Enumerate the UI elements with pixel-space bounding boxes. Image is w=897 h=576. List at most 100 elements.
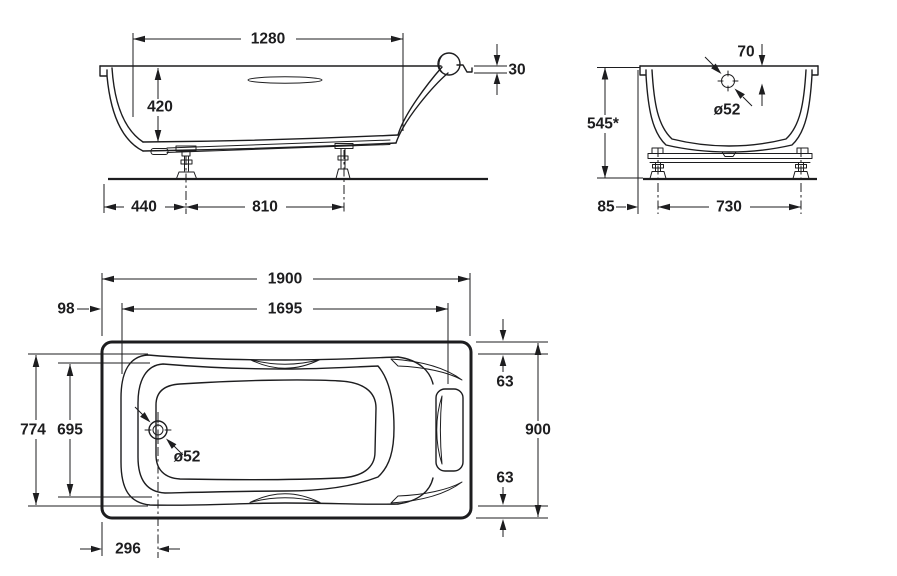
end-shell-inner [651, 69, 807, 147]
plan-view: ø52 1900 1695 98 900 63 [13, 271, 557, 558]
plan-headrest-transition [397, 356, 434, 505]
end-overflow-leader-arrow-se [734, 88, 745, 99]
dim-98-arrow [90, 305, 101, 313]
dim-30-arrow-down [493, 55, 501, 66]
dim-900-arrow-top [534, 343, 542, 355]
dim-30-label: 30 [508, 62, 525, 79]
dim-63-top-arrow-down [499, 330, 507, 341]
dim-1900-arrow-right [458, 275, 470, 283]
dim-1280-extension-lines [132, 33, 404, 131]
dim-900-extension-lines [476, 341, 548, 519]
dim-98-label: 98 [57, 301, 75, 318]
side-left-wall-inner [111, 67, 144, 143]
plan-basin-rim-contour [120, 354, 399, 506]
dim-1695-arrow-left [122, 305, 134, 313]
dim-1280-arrow-right [391, 35, 403, 43]
dim-1900-arrow-left [102, 275, 114, 283]
dim-900-arrow-bottom [534, 505, 542, 517]
dim-810-arrow-left [186, 203, 198, 211]
dim-1900-label: 1900 [268, 271, 302, 288]
dim-774-label: 774 [20, 422, 46, 439]
side-floor-inner [142, 134, 399, 143]
dim-810-arrow-right [332, 203, 344, 211]
end-view: ø52 70 545* 85 730 [580, 44, 819, 216]
side-back-wall-outer [395, 72, 449, 144]
end-overflow-leader-arrow-nw [711, 63, 722, 74]
side-left-wall-outer [106, 75, 144, 152]
side-right-rim-lip [456, 64, 473, 73]
end-foot-centerlines [657, 148, 802, 214]
dim-63-top-label: 63 [496, 374, 514, 391]
dim-1695-extension-lines [121, 303, 449, 384]
side-shell-bottom [142, 142, 397, 152]
dim-900-label: 900 [525, 422, 551, 439]
plan-headrest-pillow [435, 388, 464, 472]
side-drain-fitting [150, 148, 169, 155]
dim-o52-end-label: ø52 [714, 102, 741, 119]
dim-1695-label: 1695 [268, 301, 303, 318]
plan-drain-leader-lines [134, 406, 184, 456]
dim-695-label: 695 [57, 422, 83, 439]
dim-70-label: 70 [737, 44, 754, 61]
dim-774-arrow-top [32, 355, 40, 367]
dim-730-arrow-left [658, 203, 670, 211]
dim-296-arrow-right [158, 545, 169, 553]
dim-30-extension-lines [474, 65, 507, 74]
dim-695-arrow-top [66, 364, 74, 376]
end-support-frame [647, 153, 813, 163]
end-shell-outer [645, 74, 813, 153]
dim-296-label: 296 [115, 541, 141, 558]
plan-grip-bottom [249, 493, 321, 503]
dim-810-label: 810 [252, 199, 278, 216]
dim-730-arrow-right [789, 203, 801, 211]
dim-30-arrow-up [493, 73, 501, 84]
dim-440-label: 440 [131, 199, 157, 216]
end-drain-notch [721, 151, 737, 157]
dim-774-arrow-bottom [32, 493, 40, 505]
dim-70-arrow-down [758, 55, 766, 66]
dim-1280-arrow-left [133, 35, 145, 43]
dim-545-arrow-bottom [601, 166, 609, 178]
end-overflow-leader-lines [704, 56, 753, 107]
dim-296-arrow-left [91, 545, 102, 553]
dim-420-label: 420 [147, 99, 173, 116]
dim-o52-plan-label: ø52 [174, 449, 201, 466]
side-view: 1280 420 30 440 810 [99, 31, 526, 216]
dim-70-arrow-up [758, 83, 766, 95]
side-grip-knob-detail [438, 55, 443, 73]
dim-730-label: 730 [716, 199, 742, 216]
plan-grip-top [249, 359, 321, 369]
end-right-rim-lip [811, 65, 819, 76]
dim-63-bottom-arrow-down [499, 494, 507, 505]
plan-drain-leader-arrow-se [166, 438, 177, 449]
side-foot-centerlines [185, 150, 345, 214]
dim-63-bottom-label: 63 [496, 470, 514, 487]
plan-drain-leader-arrow-nw [140, 412, 151, 423]
dim-1280-label: 1280 [251, 31, 285, 48]
side-grip-knob [437, 52, 461, 76]
dim-695-arrow-bottom [66, 484, 74, 496]
dim-63-top-arrow-up [499, 355, 507, 366]
plan-basin-floor [155, 379, 377, 481]
dim-420-arrow-top [154, 68, 162, 80]
plan-headrest-crescent [436, 395, 443, 465]
dim-1900-extension-lines [101, 273, 471, 336]
plan-basin-inner-contour [137, 363, 395, 494]
dim-1695-arrow-right [436, 305, 448, 313]
dim-545-label: 545* [587, 116, 620, 133]
dim-420-arrow-bottom [154, 130, 162, 142]
plan-outer-rim [100, 340, 473, 520]
side-left-rim-lip [99, 65, 108, 77]
side-back-wall-inner [397, 66, 443, 136]
end-left-rim-lip [639, 65, 647, 76]
dim-63-bottom-arrow-up [499, 519, 507, 530]
end-overflow-crosshair [717, 70, 739, 92]
plan-rim-swoosh-bottom [390, 481, 463, 504]
dim-774-695-extension-lines [28, 353, 152, 507]
dim-440-arrow-right [174, 203, 186, 211]
dim-85-label: 85 [597, 199, 615, 216]
dim-545-arrow-top [601, 67, 609, 80]
dim-440-arrow-left [104, 203, 116, 211]
